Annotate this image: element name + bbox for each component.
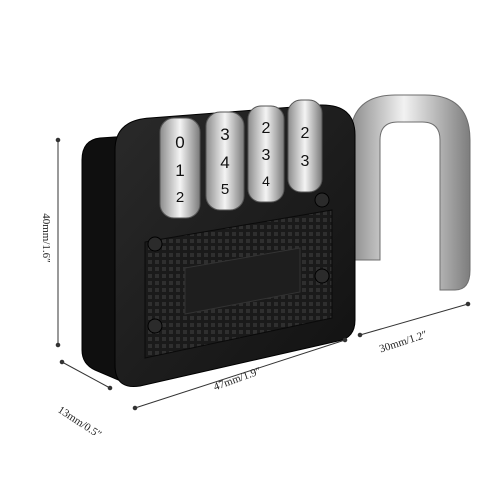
dimension-height-label: 40mm/1.6″ bbox=[40, 213, 52, 263]
dimension-lines bbox=[55, 137, 471, 411]
dial-3-digit-a: 2 bbox=[262, 120, 271, 137]
dial-4-digit-b: 3 bbox=[301, 153, 310, 170]
rivet bbox=[147, 318, 163, 334]
dial-1[interactable]: 0 1 2 bbox=[159, 117, 201, 219]
dial-3-digit-c: 4 bbox=[262, 173, 270, 189]
shackle bbox=[349, 94, 471, 291]
dial-2-digit-a: 3 bbox=[220, 125, 229, 144]
dial-2-digit-c: 5 bbox=[221, 181, 229, 198]
dial-4[interactable]: 2 3 bbox=[287, 99, 323, 193]
label-recess bbox=[184, 247, 301, 315]
dial-3-digit-b: 3 bbox=[262, 147, 271, 164]
dial-4-digit-a: 2 bbox=[301, 125, 310, 142]
dial-3[interactable]: 2 3 4 bbox=[247, 105, 285, 203]
dial-1-digit-a: 0 bbox=[175, 133, 184, 152]
dial-2-digit-b: 4 bbox=[220, 153, 229, 172]
dial-2[interactable]: 3 4 5 bbox=[205, 111, 245, 211]
dial-1-digit-b: 1 bbox=[175, 161, 184, 180]
rivet bbox=[314, 192, 330, 208]
combination-dials[interactable]: 0 1 2 3 4 5 2 3 4 2 3 bbox=[159, 99, 323, 219]
rivet bbox=[147, 236, 163, 252]
dial-1-digit-c: 2 bbox=[176, 189, 184, 206]
rivet bbox=[314, 268, 330, 284]
